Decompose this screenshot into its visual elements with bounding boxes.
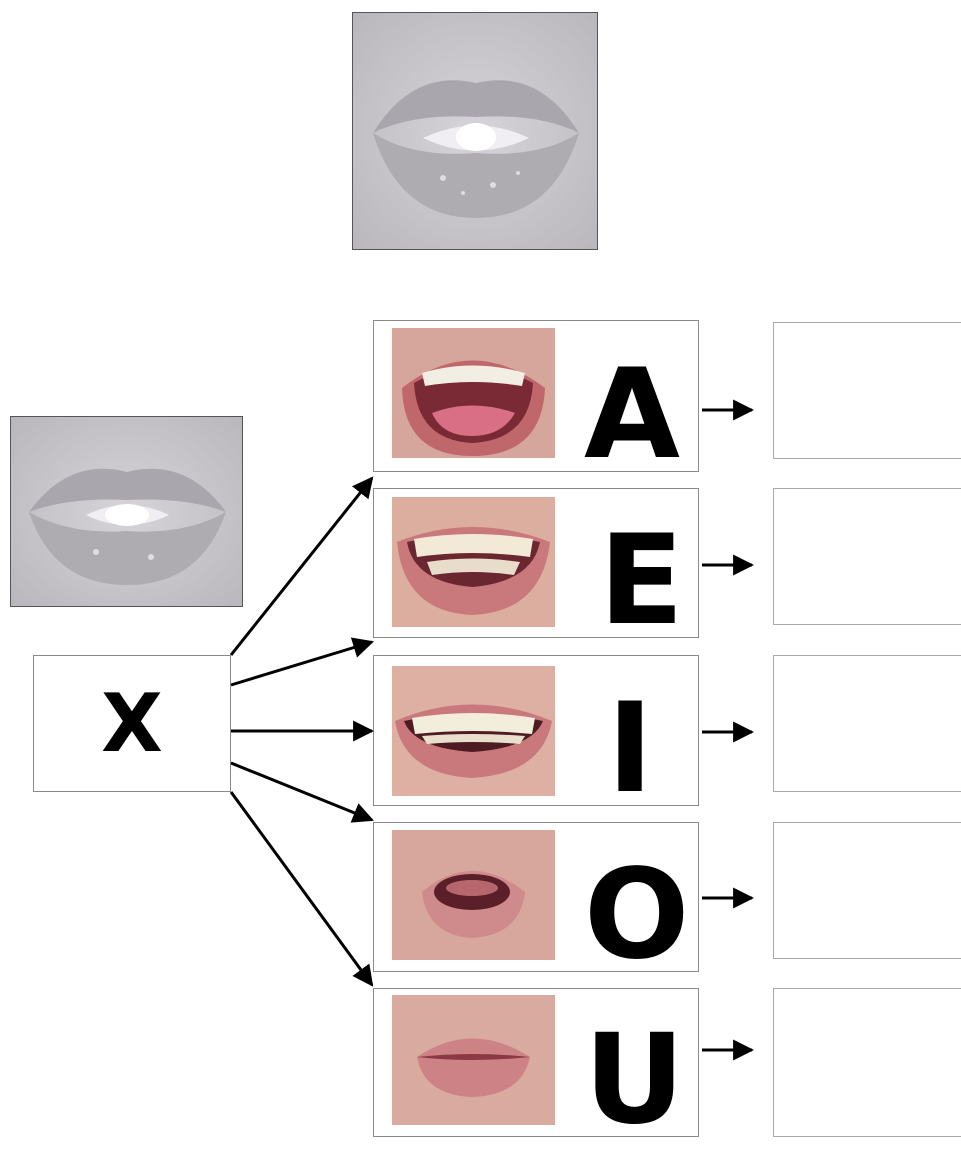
vowel-card-i: I: [373, 655, 699, 811]
vowel-letter-e: E: [599, 509, 684, 653]
vowel-letter-u: U: [584, 1008, 685, 1152]
vowel-letter-i: I: [607, 677, 654, 821]
arrow-x-to-e: [230, 637, 375, 687]
reference-mouth-photo-left: [10, 416, 243, 607]
arrow-x-to-u: [229, 791, 374, 987]
reference-mouth-photo-top: [352, 12, 598, 250]
mouth-photo-o: [392, 830, 555, 960]
vowel-card-e: E: [373, 488, 699, 643]
arrow-x-to-o: [230, 761, 374, 823]
source-sound-label: X: [101, 677, 163, 770]
vowel-letter-a: A: [584, 343, 680, 487]
vowel-letter-o: O: [584, 843, 690, 987]
source-sound-box: X: [33, 655, 231, 792]
answer-box-i[interactable]: [773, 655, 961, 792]
answer-box-a[interactable]: [773, 322, 961, 459]
answer-box-e[interactable]: [773, 488, 961, 625]
mouth-photo-i: [392, 666, 555, 796]
bw-mouth-image: [11, 417, 242, 606]
bw-mouth-image: [353, 13, 597, 249]
mouth-photo-u: [392, 995, 555, 1125]
answer-box-o[interactable]: [773, 822, 961, 959]
vowel-card-u: U: [373, 988, 699, 1142]
mouth-photo-e: [392, 497, 555, 627]
vowel-card-o: O: [373, 822, 699, 977]
mouth-photo-a: [392, 328, 555, 458]
arrow-x-to-a: [229, 476, 374, 656]
vowel-card-a: A: [373, 320, 699, 477]
